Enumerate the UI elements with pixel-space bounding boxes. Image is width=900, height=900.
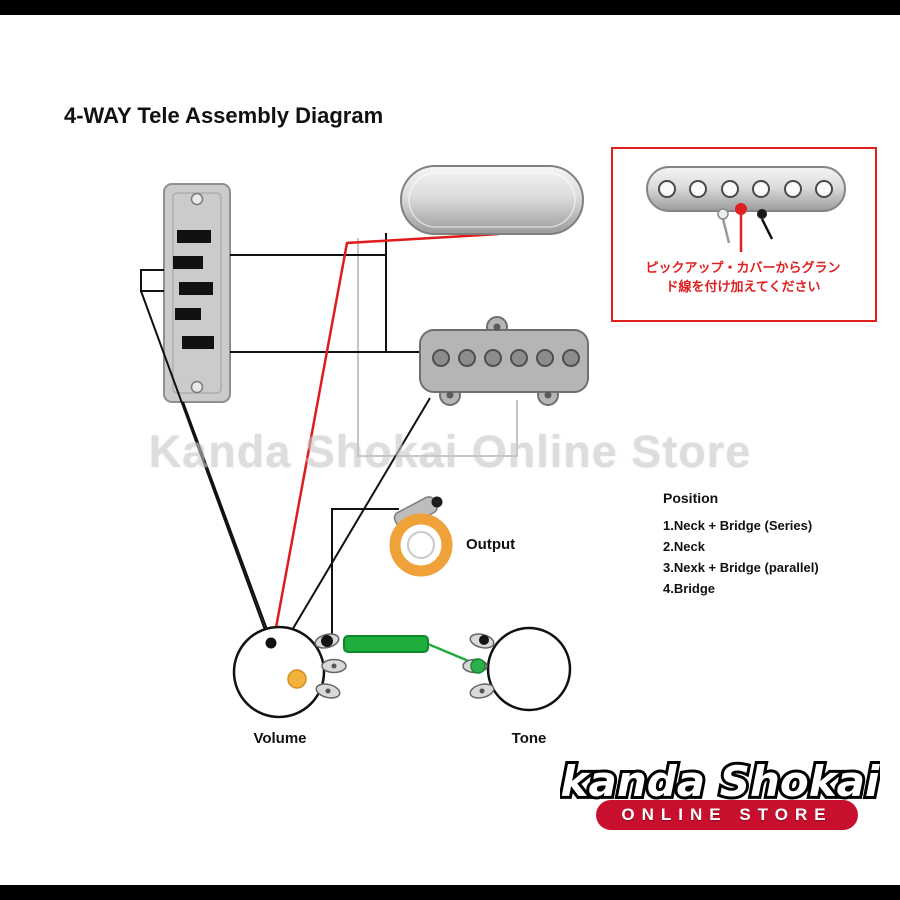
diagram-title: 4-WAY Tele Assembly Diagram [64,103,384,128]
volume-lug-solder-black [321,635,333,647]
tone-pot-lugs [462,633,495,699]
note-wire-black [760,218,774,240]
bridge-pickup-pole-pieces [432,349,580,367]
position-item-2: 2.Neck [663,539,705,554]
bridge-pickup-screw-top [493,323,501,331]
capacitor [343,635,429,653]
note-wire-white [721,218,731,244]
note-line-1: ピックアップ・カバーからグラン [645,260,841,275]
top-letterbox-bar [0,0,900,15]
note-line-2: ド線を付け加えてください [665,279,821,294]
tone-pot-body [486,626,572,712]
wire-bridge-pickup-to-volume [287,397,431,638]
tone-label: Tone [511,730,547,747]
ground-wires [140,233,431,644]
bridge-screw-bottom [190,380,204,394]
wire-bridge-left-loop [140,269,164,292]
store-logo: kanda Shokai [560,754,880,809]
bridge-screw-top [190,192,204,206]
position-legend: Position 1.Neck + Bridge (Series) 2.Neck… [663,490,819,599]
neck-pickup-cover [400,165,584,235]
shield-wire [357,238,518,457]
tone-pot [462,626,572,712]
neck-pickup-highlight [408,172,576,228]
bridge-pickup-screw-left [446,391,454,399]
hot-wire-red [271,232,500,645]
output-jack-tip [431,496,443,508]
volume-pot-lugs [314,633,347,699]
bridge-pickup-screw-right [544,391,552,399]
ground-wire-note-box [611,147,877,322]
note-pickup-holes [658,180,833,198]
output-jack-hole [407,531,435,559]
neck-pickup [400,165,584,235]
watermark-text: Kanda Shokai Online Store [148,426,752,477]
wire-volume-to-output [331,508,399,638]
bridge-pickup-plate [419,329,589,393]
volume-pot [232,625,347,719]
tone-lug-solder-green [470,658,486,674]
store-logo-banner: ONLINE STORE [596,800,858,830]
bottom-letterbox-bar [0,885,900,900]
volume-label: Volume [253,730,307,747]
output-label: Output [466,536,516,553]
volume-orange-dot [287,669,307,689]
volume-pot-body [232,625,326,719]
output-jack [389,496,453,577]
wire-bridge-to-volume-1 [140,290,270,642]
position-item-3: 3.Nexk + Bridge (parallel) [663,560,819,575]
note-pickup-illustration [646,166,846,252]
bridge-plate [163,183,231,403]
volume-ground-solder-point [265,637,277,649]
wire-bridge-to-volume-2 [182,401,273,644]
note-solder-white [717,208,729,220]
bridge-saddle-blocks [173,230,214,349]
store-logo-script-text: kanda Shokai [561,757,880,806]
position-heading: Position [663,490,719,506]
ground-wire-note-text: ピックアップ・カバーからグラン ド線を付け加えてください [618,258,868,296]
note-solder-black [757,209,767,219]
position-item-1: 1.Neck + Bridge (Series) [663,518,813,533]
note-solder-red [735,203,747,215]
position-item-4: 4.Bridge [663,581,716,596]
tone-lug-solder-black [479,635,489,645]
bridge-pickup [419,316,589,406]
